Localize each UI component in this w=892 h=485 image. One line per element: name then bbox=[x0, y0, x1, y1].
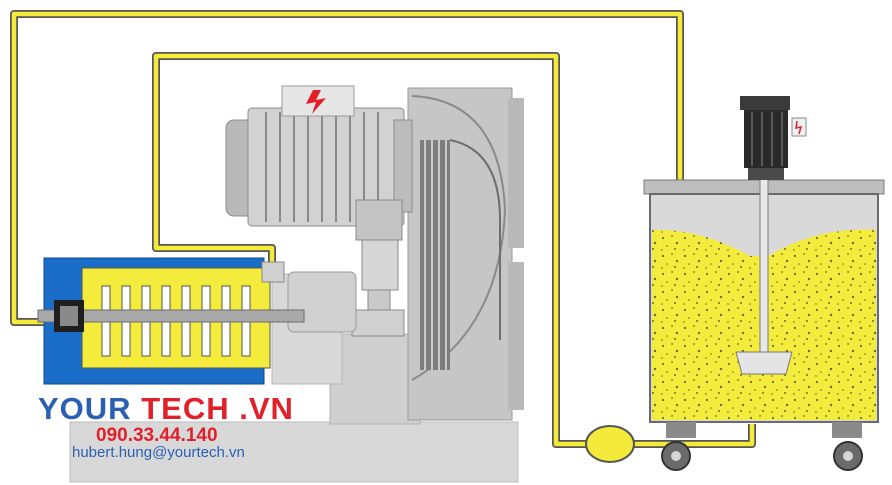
brand-part2: TECH .VN bbox=[141, 391, 294, 426]
brand-part1: YOUR bbox=[38, 391, 132, 426]
email-address: hubert.hung@yourtech.vn bbox=[72, 444, 245, 461]
pulley bbox=[420, 140, 450, 370]
motor-junction-box bbox=[281, 85, 355, 117]
coupling-assembly bbox=[287, 199, 405, 337]
drive-motor bbox=[225, 85, 413, 227]
tank-agitator bbox=[735, 175, 793, 375]
bead-mill-chamber bbox=[37, 257, 305, 385]
belt-guard bbox=[407, 87, 524, 421]
mixing-tank bbox=[643, 96, 885, 471]
outer-return-pipe bbox=[10, 10, 684, 326]
transfer-pump bbox=[585, 425, 635, 463]
machine-base bbox=[69, 273, 519, 483]
tank-caster-wheels bbox=[661, 422, 863, 471]
brand-logo: YOUR TECH .VN bbox=[38, 393, 294, 424]
lightning-warning-icon bbox=[306, 90, 326, 114]
phone-number: 090.33.44.140 bbox=[96, 425, 218, 446]
agitator-motor bbox=[740, 96, 807, 180]
